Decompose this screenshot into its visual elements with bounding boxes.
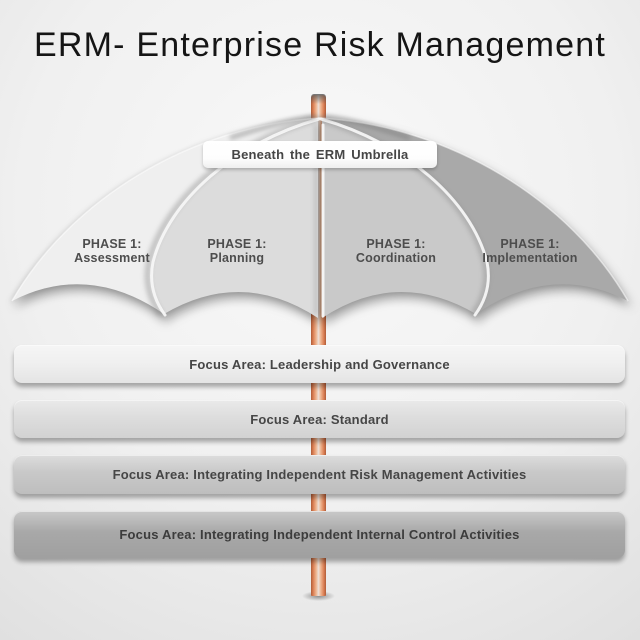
- phase-number: PHASE 1:: [207, 237, 267, 251]
- focus-area-bar-leadership: Focus Area: Leadership and Governance: [14, 345, 625, 383]
- focus-area-label: Focus Area: Integrating Independent Inte…: [119, 527, 520, 542]
- focus-area-bar-internal-control: Focus Area: Integrating Independent Inte…: [14, 511, 625, 558]
- rib-right: [319, 117, 490, 317]
- phase-number: PHASE 1:: [366, 237, 426, 251]
- apex-shadow-right: [323, 115, 411, 140]
- phase-number: PHASE 1:: [82, 237, 142, 251]
- umbrella-banner-label: Beneath the ERM Umbrella: [231, 147, 409, 162]
- phase-label-assessment: PHASE 1: Assessment: [40, 237, 184, 265]
- umbrella-panel-planning: [150, 119, 318, 318]
- page-title: ERM- Enterprise Risk Management: [34, 26, 606, 64]
- phase-name: Planning: [209, 251, 265, 265]
- rib-left: [150, 117, 321, 317]
- umbrella-panel-implementation: [320, 118, 628, 314]
- focus-area-label: Focus Area: Standard: [250, 411, 389, 427]
- rib-shadow-left: [144, 116, 316, 316]
- apex-shadow-left: [229, 115, 317, 140]
- pole-ground-shadow: [302, 591, 335, 601]
- focus-area-bar-standard: Focus Area: Standard: [14, 400, 625, 438]
- umbrella-banner: Beneath the ERM Umbrella: [203, 141, 437, 168]
- umbrella-pole-cap: [311, 94, 326, 104]
- phase-label-implementation: PHASE 1: Implementation: [452, 237, 608, 265]
- umbrella-panel-coordination: [322, 119, 490, 318]
- phase-name: Coordination: [355, 251, 437, 265]
- phase-name: Implementation: [482, 251, 578, 265]
- phase-number: PHASE 1:: [500, 237, 560, 251]
- focus-area-label: Focus Area: Leadership and Governance: [189, 356, 450, 372]
- focus-area-label: Focus Area: Integrating Independent Risk…: [112, 467, 527, 482]
- focus-area-bar-risk-management: Focus Area: Integrating Independent Risk…: [14, 455, 625, 494]
- umbrella-panel-assessment: [12, 118, 320, 314]
- phase-label-planning: PHASE 1: Planning: [165, 237, 309, 265]
- phase-label-coordination: PHASE 1: Coordination: [322, 237, 470, 265]
- phase-name: Assessment: [74, 251, 150, 265]
